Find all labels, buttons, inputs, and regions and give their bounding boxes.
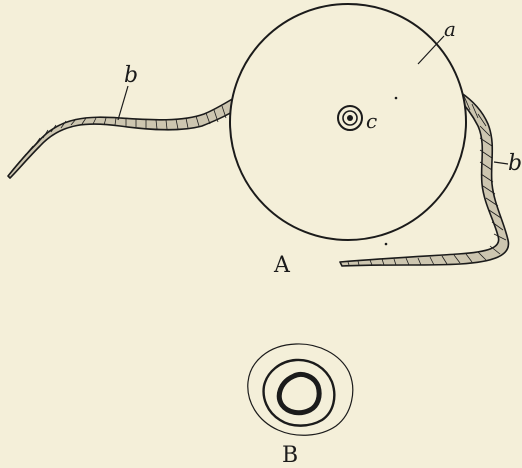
leader-line-b-right	[494, 162, 508, 164]
label-c: c	[366, 109, 377, 133]
speck	[385, 243, 388, 246]
label-b-right: b	[508, 151, 522, 176]
cell-circle	[230, 4, 466, 240]
label-b-left: b	[124, 63, 138, 88]
panel-label-b: B	[282, 443, 298, 468]
leader-line-b-left	[118, 86, 128, 120]
inner-nucleus	[279, 374, 319, 412]
panel-a: a b b c A	[8, 4, 522, 278]
label-a: a	[444, 17, 456, 41]
panel-b: B	[248, 344, 353, 468]
middle-ring	[264, 360, 335, 426]
panel-label-a: A	[273, 253, 291, 278]
speck	[395, 97, 398, 100]
